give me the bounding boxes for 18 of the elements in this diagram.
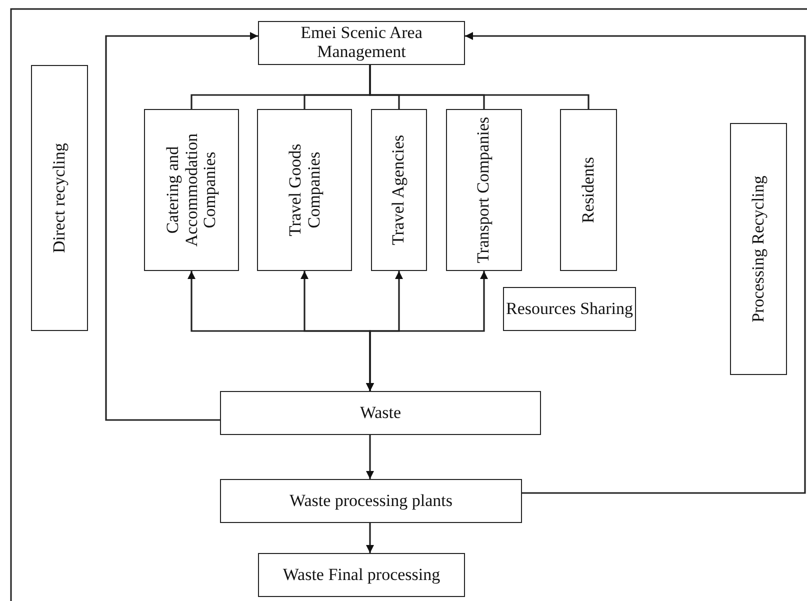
connector-line <box>369 65 590 109</box>
side-label-box: Processing Recycling <box>730 123 787 375</box>
management-box: Emei Scenic Area Management <box>258 21 465 65</box>
stakeholder-box: Catering and Accommodation Companies <box>144 109 239 271</box>
note-box: Resources Sharing <box>503 287 636 331</box>
arrow <box>366 435 374 479</box>
arrow <box>366 271 488 391</box>
stakeholder-box: Travel Goods Companies <box>257 109 352 271</box>
stakeholder-box: Residents <box>560 109 617 271</box>
arrow <box>366 523 374 553</box>
arrow <box>105 32 258 421</box>
process-box: Waste Final processing <box>258 553 465 597</box>
arrow <box>465 32 806 494</box>
side-label-box: Direct recycling <box>31 65 88 331</box>
stakeholder-box: Transport Companies <box>446 109 522 271</box>
stakeholder-box: Travel Agencies <box>371 109 427 271</box>
process-box: Waste processing plants <box>220 479 522 523</box>
process-box: Waste <box>220 391 541 435</box>
